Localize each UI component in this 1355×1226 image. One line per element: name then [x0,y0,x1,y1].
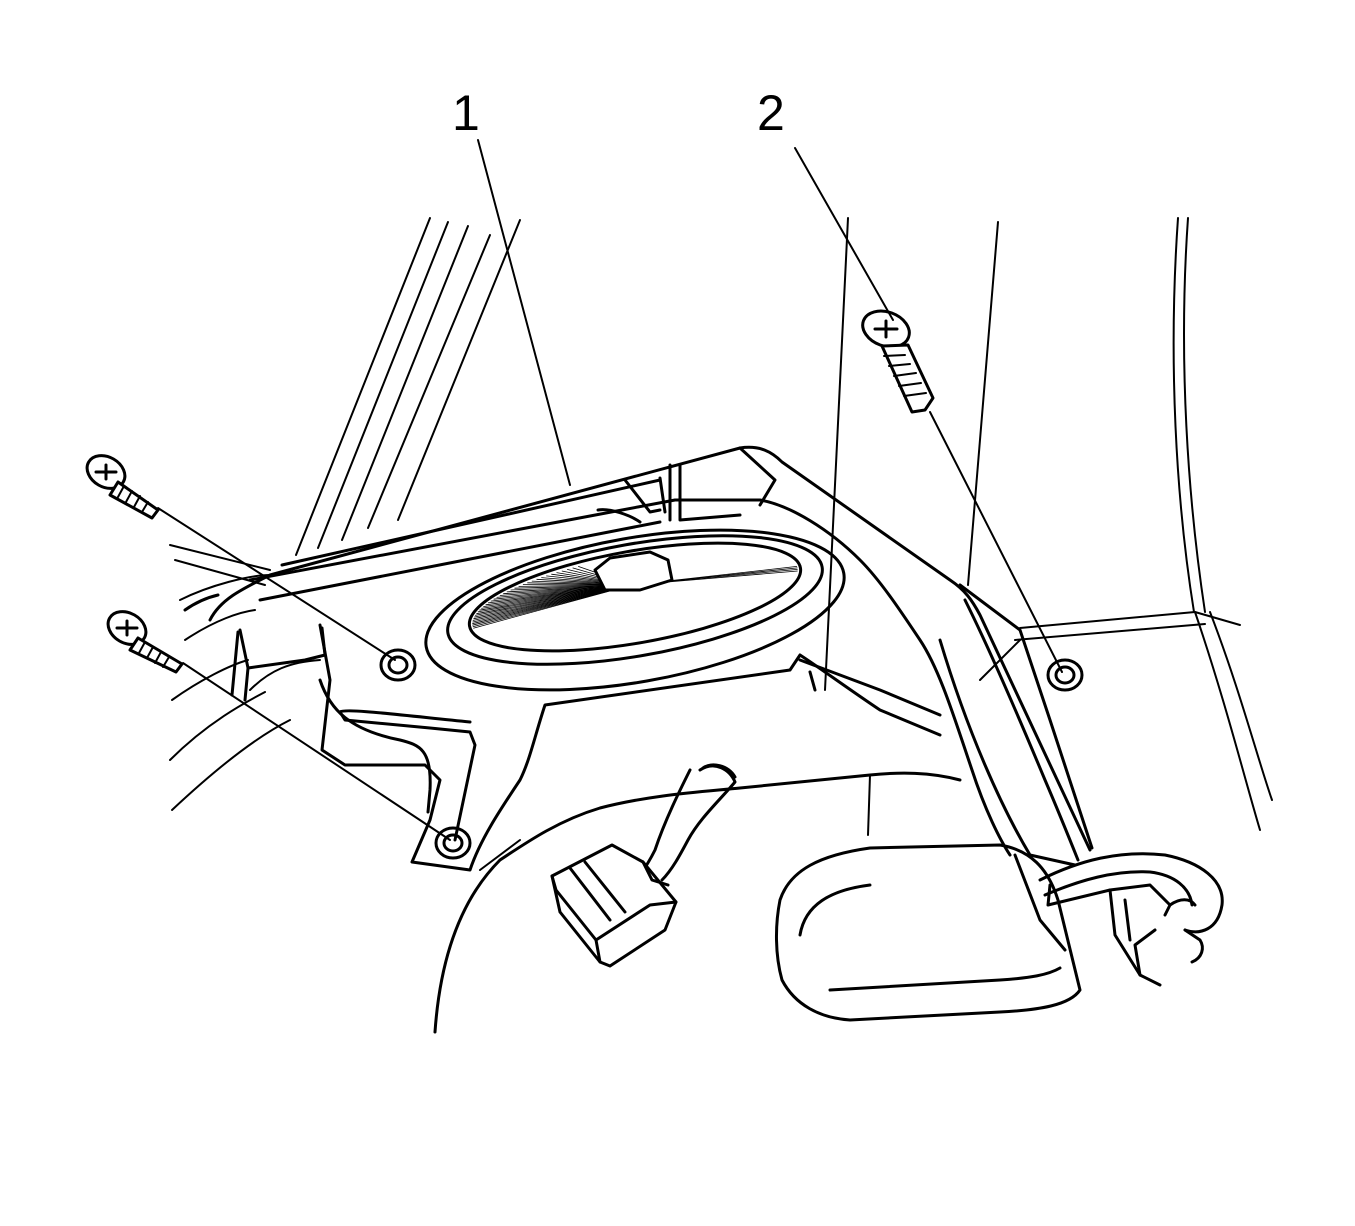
pillar-trim-lines [296,218,520,555]
callout-leader-1 [478,140,570,485]
callout-label-1: 1 [452,88,480,138]
speaker-bracket [185,447,1092,870]
left-panel-curves [170,545,320,810]
connector-icon [552,845,676,966]
screw-hole-right [1048,660,1082,690]
lower-body-panel [435,773,960,1032]
wiring-harness [320,680,735,880]
right-trim-lines [825,218,1272,830]
speaker-icon [414,502,857,717]
screw-hole-lower-left [436,828,470,858]
callout-label-2: 2 [757,88,785,138]
seat-latch [776,845,1222,1020]
screw-icon-lower-left [102,605,450,840]
screw-icon-right [858,305,1062,672]
